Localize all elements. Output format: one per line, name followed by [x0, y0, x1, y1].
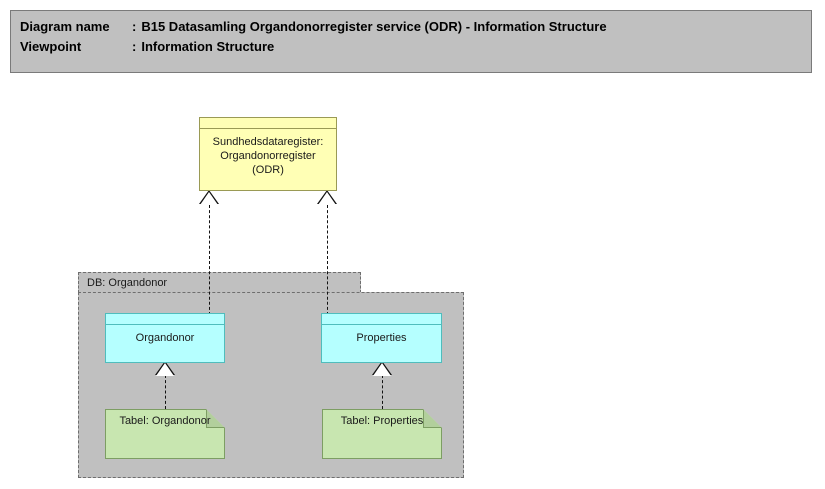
viewpoint-row: Viewpoint : Information Structure	[20, 37, 811, 57]
viewpoint-value: Information Structure	[141, 39, 275, 54]
class-node-organdonor[interactable]: Organdonor	[105, 313, 225, 363]
artifact-node-tabel-properties-shape	[322, 409, 442, 459]
data-object-odr[interactable]: Sundhedsdataregister: Organdonorregister…	[199, 117, 337, 191]
diagram-name-value: B15 Datasamling Organdonorregister servi…	[141, 19, 607, 34]
relation-arrow-organdonor-to-odr	[199, 190, 220, 205]
class-node-organdonor-label: Organdonor	[135, 332, 195, 344]
class-node-properties-label: Properties	[356, 332, 407, 344]
artifact-node-tabel-organdonor-shape	[105, 409, 225, 459]
diagram-title-banner: Diagram name : B15 Datasamling Organdono…	[10, 10, 812, 73]
artifact-node-tabel-organdonor-label: Tabel: Organdonor	[119, 415, 211, 427]
artifact-node-tabel-properties-label: Tabel: Properties	[340, 415, 424, 427]
diagram-name-separator: :	[132, 19, 137, 34]
relation-arrow-tabel-properties-to-properties	[372, 361, 393, 376]
package-label: DB: Organdonor	[87, 277, 168, 289]
relation-arrow-tabel-organdonor-to-organdonor	[155, 361, 176, 376]
artifact-node-tabel-properties[interactable]: Tabel: Properties	[322, 409, 442, 459]
package-tab: DB: Organdonor	[78, 272, 361, 293]
relation-arrow-properties-to-odr	[317, 190, 338, 205]
data-object-odr-header-compartment	[200, 118, 336, 129]
relation-line-properties-to-odr	[327, 205, 328, 315]
data-object-odr-label: Sundhedsdataregister: Organdonorregister…	[212, 136, 324, 176]
artifact-node-tabel-organdonor[interactable]: Tabel: Organdonor	[105, 409, 225, 459]
relation-line-tabel-organdonor-to-organdonor	[165, 375, 166, 409]
class-node-organdonor-header-compartment	[106, 314, 224, 325]
viewpoint-key: Viewpoint	[20, 39, 82, 54]
class-node-properties[interactable]: Properties	[321, 313, 442, 363]
class-node-properties-header-compartment	[322, 314, 441, 325]
viewpoint-separator: :	[132, 39, 137, 54]
diagram-name-key: Diagram name	[20, 19, 110, 34]
relation-line-tabel-properties-to-properties	[382, 375, 383, 409]
relation-line-organdonor-to-odr	[209, 205, 210, 315]
diagram-name-row: Diagram name : B15 Datasamling Organdono…	[20, 17, 811, 37]
